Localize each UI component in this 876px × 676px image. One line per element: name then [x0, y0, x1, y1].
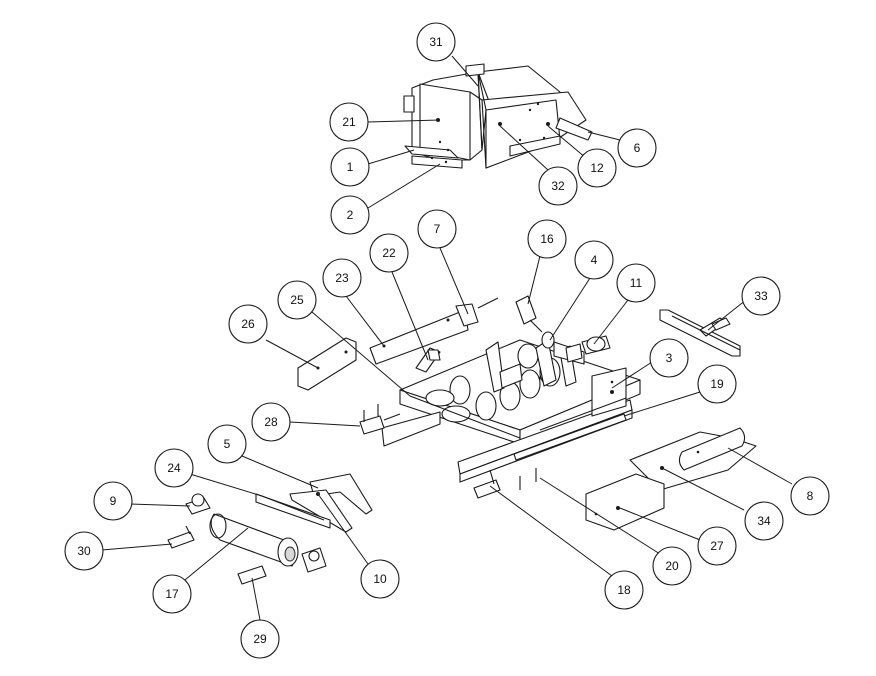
roller-4-11	[541, 331, 606, 363]
callout-21: 21	[329, 102, 369, 142]
svg-text:20: 20	[665, 559, 679, 573]
callout-22: 22	[369, 233, 409, 273]
callout-16: 16	[527, 219, 567, 259]
cover-27	[585, 473, 665, 531]
bracket-29	[237, 547, 327, 585]
callout-3: 3	[649, 338, 689, 378]
callout-29: 29	[240, 619, 280, 659]
callout-19: 19	[697, 364, 737, 404]
svg-text:23: 23	[335, 271, 349, 285]
callout-5: 5	[207, 424, 247, 464]
callout-12: 12	[577, 148, 617, 188]
callout-6: 6	[617, 128, 657, 168]
callout-26: 26	[228, 304, 268, 344]
svg-text:33: 33	[754, 289, 768, 303]
callout-23: 23	[322, 258, 362, 298]
svg-text:28: 28	[264, 415, 278, 429]
callout-4: 4	[574, 240, 614, 280]
pin-20	[519, 468, 537, 490]
svg-text:19: 19	[710, 377, 724, 391]
bracket-28	[359, 404, 401, 435]
callout-7: 7	[417, 209, 457, 249]
svg-text:18: 18	[617, 583, 631, 597]
bracket-18	[473, 469, 501, 499]
callout-10: 10	[360, 559, 400, 599]
hopper-assembly	[403, 63, 593, 169]
svg-text:12: 12	[590, 161, 604, 175]
callout-31: 31	[416, 22, 456, 62]
callout-24: 24	[154, 448, 194, 488]
callout-34: 34	[744, 501, 784, 541]
svg-text:8: 8	[807, 489, 814, 503]
main-frame	[381, 335, 641, 483]
svg-text:17: 17	[165, 587, 179, 601]
svg-text:2: 2	[347, 208, 354, 222]
callout-1: 1	[330, 147, 370, 187]
callout-25: 25	[277, 280, 317, 320]
callout-28: 28	[251, 402, 291, 442]
svg-text:32: 32	[551, 179, 565, 193]
plate-26	[297, 337, 357, 391]
callout-9: 9	[93, 481, 133, 521]
callout-17: 17	[152, 574, 192, 614]
svg-text:26: 26	[241, 317, 255, 331]
svg-text:1: 1	[347, 160, 354, 174]
rod-19	[513, 413, 627, 461]
bracket-30	[167, 525, 195, 549]
svg-text:11: 11	[630, 276, 643, 290]
svg-text:29: 29	[253, 632, 267, 646]
callout-33: 33	[741, 276, 781, 316]
svg-text:5: 5	[224, 437, 231, 451]
svg-text:31: 31	[429, 35, 443, 49]
svg-text:24: 24	[167, 461, 181, 475]
svg-text:21: 21	[342, 115, 356, 129]
bearing-9	[185, 493, 211, 515]
callouts: 31 21 1 2 32 12 6 7 22 23 16 4 11 33 25 …	[64, 22, 830, 659]
svg-text:16: 16	[540, 232, 554, 246]
plate-5-10	[289, 473, 373, 533]
svg-text:9: 9	[110, 494, 117, 508]
svg-text:4: 4	[591, 253, 598, 267]
callout-18: 18	[604, 570, 644, 610]
pin-16	[515, 295, 543, 333]
callout-2: 2	[330, 195, 370, 235]
svg-text:25: 25	[290, 293, 304, 307]
bar-24	[255, 493, 331, 529]
frame-33	[659, 309, 741, 357]
callout-30: 30	[64, 531, 104, 571]
leader-lines	[101, 55, 793, 621]
callout-20: 20	[652, 546, 692, 586]
svg-text:3: 3	[666, 351, 673, 365]
callout-11: 11	[616, 263, 656, 303]
svg-text:6: 6	[634, 141, 641, 155]
svg-text:7: 7	[434, 222, 441, 236]
parts-drawing	[167, 63, 757, 585]
drum-17	[209, 513, 299, 567]
svg-text:30: 30	[77, 544, 91, 558]
callout-8: 8	[790, 476, 830, 516]
svg-text:27: 27	[710, 539, 724, 553]
callout-32: 32	[538, 166, 578, 206]
callout-27: 27	[697, 526, 737, 566]
svg-text:34: 34	[757, 514, 771, 528]
svg-text:10: 10	[373, 572, 387, 586]
svg-text:22: 22	[382, 246, 396, 260]
